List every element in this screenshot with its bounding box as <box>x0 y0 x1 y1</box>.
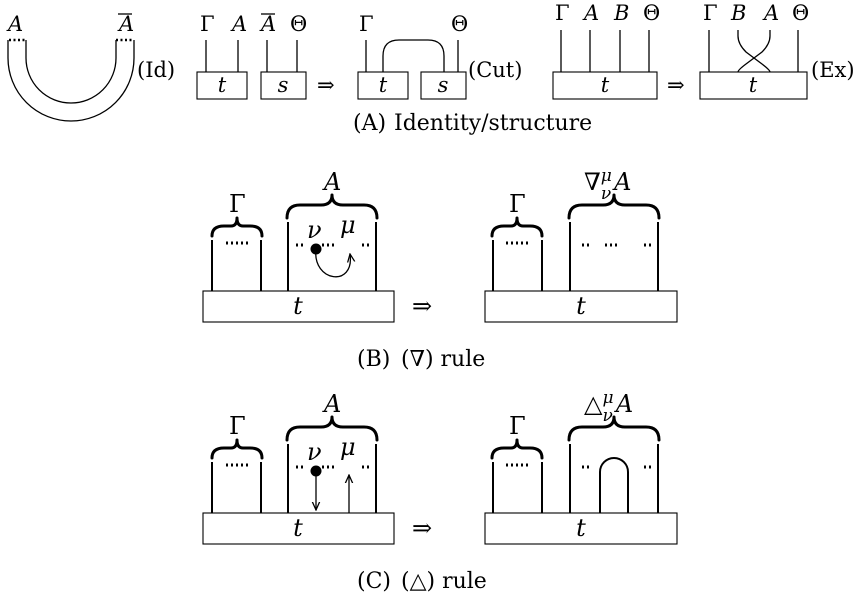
cut-after-theta: Θ <box>451 12 468 36</box>
box-t-label: t <box>576 292 586 320</box>
gamma-label: Γ <box>229 190 246 218</box>
rule-arrow: ⇒ <box>412 292 432 320</box>
box-s <box>420 71 467 100</box>
box-t-label: t <box>601 73 610 97</box>
box-s-label: s <box>438 73 449 97</box>
box-s-label: s <box>278 73 289 97</box>
box-t <box>484 512 678 545</box>
mu-label: μ <box>340 433 356 461</box>
crossing-wire-1 <box>737 30 771 73</box>
a-brace <box>285 193 379 220</box>
box-t <box>202 512 395 545</box>
box-t <box>202 290 395 323</box>
gamma-label: Γ <box>509 412 526 440</box>
ex-label-b: B <box>613 1 629 25</box>
panel-a: A A (Id) Γ A A Θ t s ⇒ Γ Θ <box>6 1 855 136</box>
cut-cap <box>382 39 445 72</box>
caption-tag: (A) <box>353 111 386 136</box>
caption-text: Identity/structure <box>394 111 592 136</box>
exchange-diagram: Γ A B Θ t ⇒ Γ B A Θ t (Ex) <box>552 1 855 100</box>
result-brace <box>567 193 661 220</box>
gamma-brace <box>490 216 544 238</box>
ex-after-gamma: Γ <box>703 1 718 25</box>
caption-b: (B) (∇) rule <box>357 347 485 372</box>
box-t-label: t <box>749 73 758 97</box>
ex-after-b: B <box>730 1 746 25</box>
caption-tag: (C) <box>357 569 391 594</box>
nu-label: ν <box>307 216 322 244</box>
id-rule-name: (Id) <box>137 58 175 82</box>
cut-label-gamma: Γ <box>200 12 215 36</box>
ex-after-theta: Θ <box>792 1 809 25</box>
ex-arrow: ⇒ <box>667 73 685 97</box>
box-s <box>260 71 307 100</box>
gamma-label: Γ <box>229 412 246 440</box>
ex-after-a: A <box>762 1 779 25</box>
box-t <box>552 71 658 100</box>
cup-inner <box>25 40 117 104</box>
box-t-label: t <box>293 514 303 542</box>
nu-label: ν <box>307 438 322 466</box>
cut-arrow: ⇒ <box>317 73 335 97</box>
cut-after-gamma: Γ <box>359 12 374 36</box>
id-label-left: A <box>6 12 23 36</box>
mu-label: μ <box>340 211 356 239</box>
box-t-label: t <box>293 292 303 320</box>
a-brace <box>285 415 379 442</box>
gamma-label: Γ <box>509 190 526 218</box>
contraction-arrow <box>315 248 351 278</box>
ex-label-theta: Θ <box>643 1 660 25</box>
box-t <box>196 71 248 100</box>
caption-tag: (B) <box>357 347 390 372</box>
a-label: A <box>322 390 341 418</box>
gamma-brace <box>210 438 264 460</box>
box-t <box>357 71 409 100</box>
gamma-brace <box>490 438 544 460</box>
result-brace <box>567 415 661 442</box>
crossing-wire-2 <box>737 30 771 73</box>
ex-label-a: A <box>582 1 599 25</box>
id-label-right: A <box>117 12 134 36</box>
cut-rule-name: (Cut) <box>468 58 522 82</box>
cut-label-a: A <box>230 12 247 36</box>
cup-outer <box>7 40 135 122</box>
ex-label-gamma: Γ <box>555 1 570 25</box>
box-t-label: t <box>218 73 227 97</box>
cut-label-abar: A <box>259 12 276 36</box>
caption-text: (∇) rule <box>401 347 485 372</box>
box-t <box>699 71 808 100</box>
cap-arc <box>599 457 629 513</box>
box-t-label: t <box>379 73 388 97</box>
cut-diagram: Γ A A Θ t s ⇒ Γ Θ t s (Cut) <box>196 12 522 100</box>
box-t <box>484 290 678 323</box>
caption-a: (A) Identity/structure <box>353 111 592 136</box>
rule-arrow: ⇒ <box>412 514 432 542</box>
caption-text: (△) rule <box>401 569 487 594</box>
cut-label-theta: Θ <box>290 12 307 36</box>
ex-rule-name: (Ex) <box>811 58 855 82</box>
identity-diagram: A A (Id) <box>6 12 175 122</box>
gamma-brace <box>210 216 264 238</box>
caption-c: (C) (△) rule <box>357 569 487 594</box>
a-label: A <box>322 168 341 196</box>
box-t-label: t <box>576 514 586 542</box>
